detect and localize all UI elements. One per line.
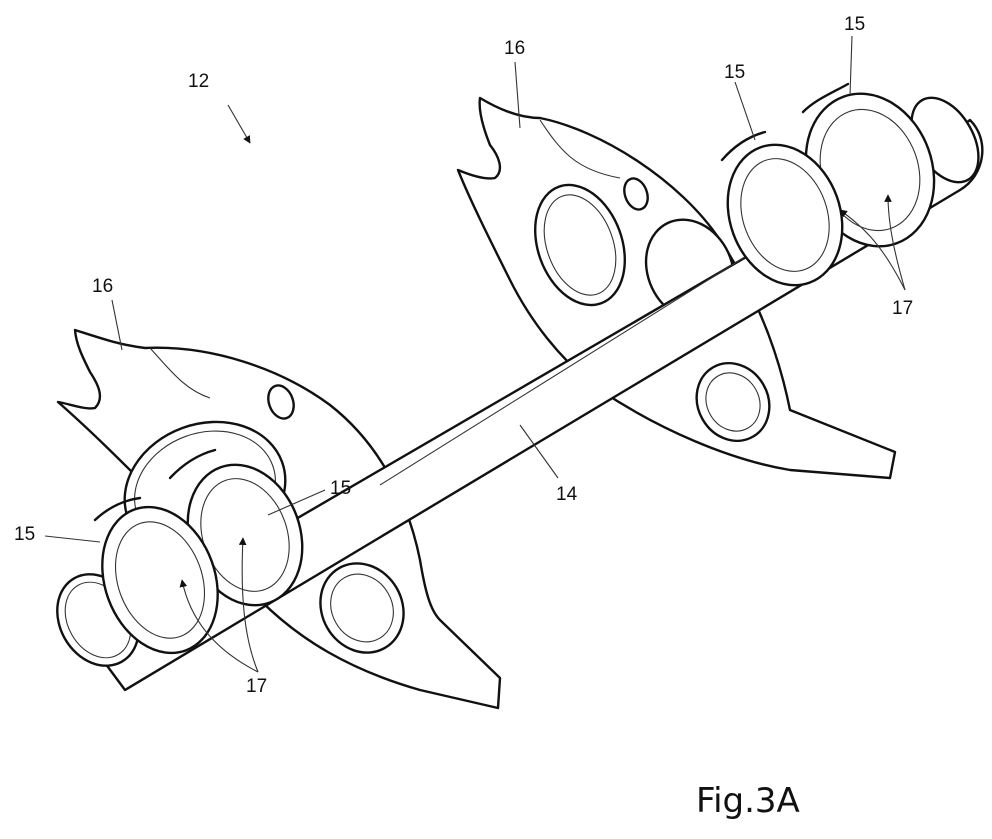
label-plate-16-left: 16 <box>92 276 113 297</box>
figure-caption: Fig.3A <box>696 781 800 821</box>
label-bearing-15-center: 15 <box>330 478 351 499</box>
label-assembly-12: 12 <box>188 71 209 92</box>
label-arrow-17-right: 17 <box>892 298 913 319</box>
label-plate-16-right: 16 <box>504 38 525 59</box>
label-bearing-15-right: 15 <box>724 62 745 83</box>
label-shaft-14: 14 <box>556 484 578 505</box>
label-bearing-15-left: 15 <box>14 524 35 545</box>
label-bearing-15-far-right: 15 <box>844 14 865 35</box>
label-arrow-17-left: 17 <box>246 676 267 697</box>
